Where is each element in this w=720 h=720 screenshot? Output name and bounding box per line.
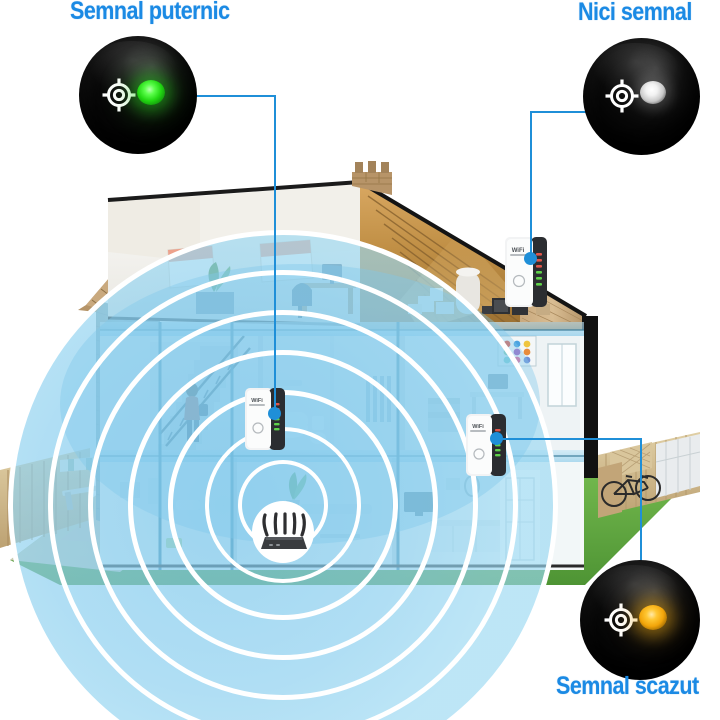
signal-target-icon xyxy=(99,75,139,115)
connector-strong-horizontal xyxy=(196,95,276,97)
signal-target-icon xyxy=(601,600,641,640)
label-signal-low: Semnal scazut xyxy=(556,672,699,700)
connector-none-horizontal xyxy=(530,111,586,113)
wifi-repeater-right-room[interactable]: WiFi xyxy=(466,414,506,476)
svg-text:WiFi: WiFi xyxy=(472,424,484,430)
wifi-repeater-attic[interactable]: WiFi xyxy=(505,237,547,307)
label-signal-strong: Semnal puternic xyxy=(70,0,230,25)
svg-text:WiFi: WiFi xyxy=(512,248,525,254)
led-indicator-none[interactable] xyxy=(583,38,700,155)
led-indicator-strong[interactable] xyxy=(79,36,197,154)
led-dot-amber xyxy=(639,605,667,630)
bicycle xyxy=(601,475,661,507)
roof-right-edge xyxy=(358,180,588,318)
connector-none-vertical xyxy=(530,111,532,258)
wifi-repeater-middle-floor[interactable]: WiFi xyxy=(245,388,285,450)
led-dot-green xyxy=(137,80,165,105)
led-dot-white xyxy=(640,81,666,104)
signal-target-icon xyxy=(602,76,642,116)
led-indicator-low[interactable] xyxy=(580,560,700,680)
connector-low-horizontal xyxy=(496,438,642,440)
connector-low-vertical xyxy=(640,438,642,575)
connector-none-endpoint xyxy=(524,252,537,265)
garden-fence-right xyxy=(598,432,701,518)
connector-strong-vertical xyxy=(274,95,276,413)
label-signal-none: Nici semnal xyxy=(578,0,692,26)
connector-low-endpoint xyxy=(490,432,503,445)
wifi-router[interactable] xyxy=(252,501,314,563)
chimney xyxy=(352,161,392,195)
svg-text:WiFi: WiFi xyxy=(251,398,263,404)
connector-strong-endpoint xyxy=(268,407,281,420)
